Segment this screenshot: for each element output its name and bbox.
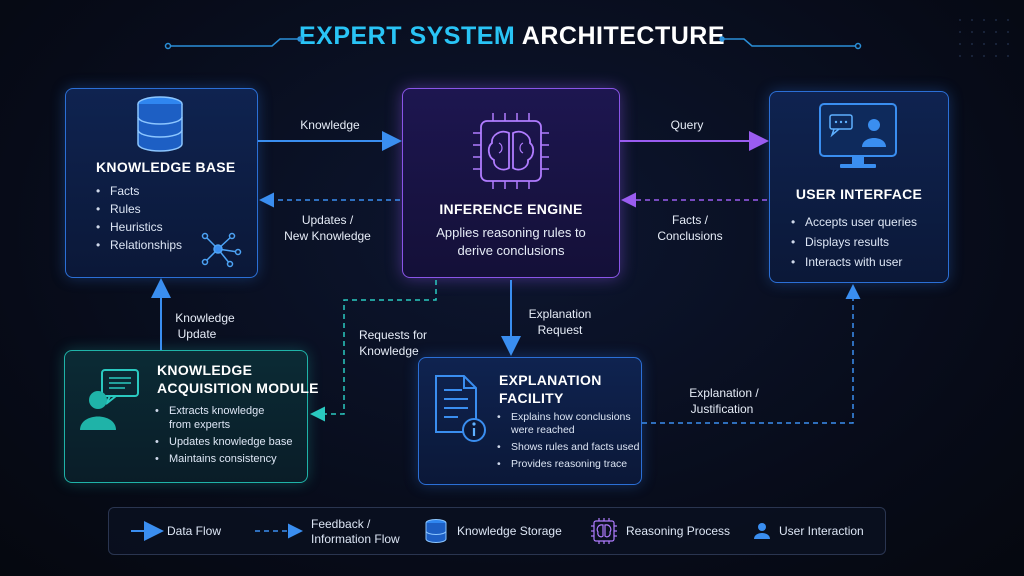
inference-engine-desc-1: Applies reasoning rules to <box>436 225 586 240</box>
knowledge-base-list: Facts Rules Heuristics Relationships <box>96 182 182 254</box>
title-decoration-left <box>164 36 303 50</box>
legend-reasoning-label: Reasoning Process <box>626 524 731 538</box>
knowledge-acquisition-title-1: KNOWLEDGE <box>157 362 253 378</box>
legend-feedback-label-2: Information Flow <box>311 532 400 546</box>
knowledge-base-title: KNOWLEDGE BASE <box>96 159 236 175</box>
list-item: Accepts user queries <box>791 212 917 232</box>
label-explanation-request-1: Explanation <box>528 307 592 321</box>
label-requests-1: Requests for <box>358 328 428 342</box>
label-updates-2: New Knowledge <box>284 229 371 243</box>
list-item-continuation: from experts <box>169 419 231 431</box>
document-info-icon <box>435 375 486 442</box>
legend-user-icon <box>754 523 770 539</box>
list-item: Explains how conclusions <box>497 411 639 424</box>
user-interface-list: Accepts user queries Displays results In… <box>791 212 917 272</box>
legend-feedback-label-1: Feedback / <box>311 517 371 531</box>
label-explanation-request-2: Request <box>537 323 583 337</box>
explanation-facility-list: Explains how conclusions were reached Sh… <box>497 411 639 471</box>
title-part-1: EXPERT SYSTEM <box>298 22 516 50</box>
inference-engine-desc-2: derive conclusions <box>457 243 565 258</box>
explanation-facility-title-1: EXPLANATION <box>499 372 602 388</box>
label-requests-2: Knowledge <box>359 344 419 358</box>
list-item-continuation: were reached <box>511 424 575 436</box>
person-chat-icon <box>80 369 139 430</box>
inference-engine-box <box>402 88 620 278</box>
knowledge-acquisition-title-2: ACQUISITION MODULE <box>157 380 319 396</box>
arrow-explanation-justification <box>642 284 861 424</box>
title-part-2: ARCHITECTURE <box>521 22 725 50</box>
label-updates-1: Updates / <box>301 213 354 227</box>
list-item: Shows rules and facts used <box>497 441 639 454</box>
network-icon <box>201 232 242 268</box>
knowledge-acquisition-list: Extracts knowledge from experts Updates … <box>155 404 293 466</box>
list-item: Facts <box>96 182 182 200</box>
legend-data-flow-label: Data Flow <box>167 524 222 538</box>
arrow-requests <box>310 280 437 422</box>
explanation-facility-title-2: FACILITY <box>499 390 564 406</box>
label-knowledge-update-1: Knowledge <box>175 311 235 325</box>
legend <box>108 507 886 555</box>
list-item: Updates knowledge base <box>155 435 293 449</box>
user-interface-title: USER INTERFACE <box>795 186 923 202</box>
list-item: Relationships <box>96 236 182 254</box>
legend-storage-label: Knowledge Storage <box>457 524 562 538</box>
database-icon <box>137 96 183 152</box>
legend-interaction-label: User Interaction <box>779 524 864 538</box>
inference-engine-title: INFERENCE ENGINE <box>439 201 583 217</box>
list-item: Displays results <box>791 232 917 252</box>
decorative-dots <box>959 19 1009 57</box>
label-explanation-justification-2: Justification <box>690 402 754 416</box>
monitor-user-icon <box>819 103 897 168</box>
list-item: Heuristics <box>96 218 182 236</box>
list-item: Interacts with user <box>791 252 917 272</box>
label-explanation-justification-1: Explanation / <box>689 386 759 400</box>
legend-brain-chip-icon <box>591 518 617 544</box>
list-item: Maintains consistency <box>155 452 293 466</box>
label-facts-1: Facts / <box>671 213 708 227</box>
label-facts-2: Conclusions <box>657 229 723 243</box>
page-title: EXPERT SYSTEM ARCHITECTURE <box>0 22 1024 51</box>
label-query: Query <box>670 118 704 132</box>
legend-database-icon <box>425 519 447 543</box>
list-item: Extracts knowledge <box>155 404 293 418</box>
title-decoration-right <box>719 36 862 50</box>
brain-chip-icon <box>473 113 549 189</box>
label-knowledge: Knowledge <box>300 118 360 132</box>
list-item: Provides reasoning trace <box>497 458 639 471</box>
label-knowledge-update-2: Update <box>177 327 217 341</box>
list-item: Rules <box>96 200 182 218</box>
